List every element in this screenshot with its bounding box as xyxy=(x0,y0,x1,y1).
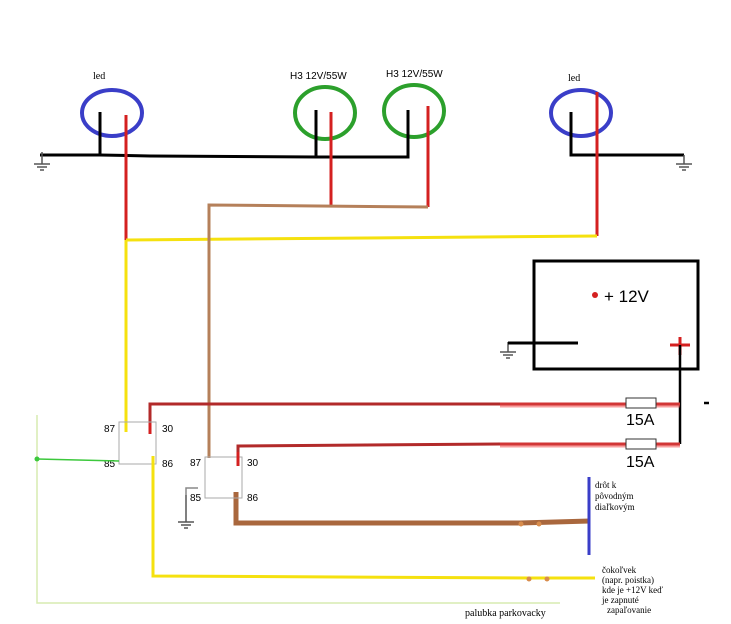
right-led-label: led xyxy=(568,73,580,84)
svg-text:pôvodným: pôvodným xyxy=(595,491,634,501)
ground-icon xyxy=(676,155,692,171)
fuse-top-wire xyxy=(148,402,680,432)
lamps xyxy=(80,83,613,141)
left-led-label: led xyxy=(93,71,105,82)
svg-text:drôt k: drôt k xyxy=(595,480,617,490)
parking-wiring xyxy=(124,234,598,580)
svg-text:(napr. poistka): (napr. poistka) xyxy=(602,575,654,585)
relay2-86-wire xyxy=(233,492,591,526)
fuse-bottom xyxy=(625,438,657,450)
fuse-top xyxy=(625,397,657,409)
h3-left-label: H3 12V/55W xyxy=(290,71,347,82)
h3-right-lamp xyxy=(382,83,446,139)
relay1-86-to-ignition xyxy=(151,463,595,580)
relay1-85-wire xyxy=(36,458,120,462)
dashboard-loop xyxy=(36,415,560,604)
svg-text:zapaľovanie: zapaľovanie xyxy=(607,605,651,615)
fuse-top-label: 15A xyxy=(626,412,655,429)
h3-bus xyxy=(207,203,429,458)
connector-dots xyxy=(518,521,550,582)
led-bus xyxy=(125,234,598,242)
relay-left-pin85: 85 xyxy=(104,459,116,470)
right-led-lamp xyxy=(549,88,613,138)
dashboard-wiring xyxy=(34,415,560,604)
h3-right-label: H3 12V/55W xyxy=(386,69,443,80)
highbeam-note: drôt k pôvodným diaľkovým xyxy=(595,480,635,512)
relay-right-pin30: 30 xyxy=(247,458,259,469)
relay-left-pin87: 87 xyxy=(104,424,116,435)
dashboard-junction xyxy=(34,456,40,462)
relay-left: 87 30 85 86 xyxy=(104,421,174,470)
right-ground-bus xyxy=(569,112,684,157)
h3-ground-tie xyxy=(316,110,410,159)
dashboard-label: palubka parkovacky xyxy=(465,608,546,619)
ignition-note: čokoľvek (napr. poistka) kde je +12V keď… xyxy=(601,565,663,615)
ground-symbols xyxy=(34,152,692,529)
battery-plus-dot xyxy=(592,292,598,298)
fused-wiring xyxy=(148,402,680,463)
relay-right-pin86: 86 xyxy=(247,493,259,504)
battery-box xyxy=(532,259,700,371)
ground-icon xyxy=(178,495,194,529)
relay-right-pin87: 87 xyxy=(190,458,202,469)
battery-label: + 12V xyxy=(604,287,650,306)
fuse-bottom-label: 15A xyxy=(626,454,655,471)
relay-left-pin30: 30 xyxy=(162,424,174,435)
relay-right: 87 30 85 86 xyxy=(185,452,259,504)
relay-left-pin86: 86 xyxy=(162,459,174,470)
h3-left-lamp xyxy=(293,85,357,141)
left-ground-bus xyxy=(40,112,102,157)
highbeam-wiring xyxy=(207,203,429,458)
lamp-positive-wiring xyxy=(124,92,599,240)
svg-text:je zapnuté: je zapnuté xyxy=(601,595,639,605)
relay-right-pin85: 85 xyxy=(190,493,202,504)
svg-text:kde je +12V keď: kde je +12V keď xyxy=(602,585,663,595)
svg-text:čokoľvek: čokoľvek xyxy=(602,565,637,575)
left-led-lamp xyxy=(80,88,144,138)
svg-text:diaľkovým: diaľkovým xyxy=(595,502,635,512)
center-ground-bus xyxy=(99,110,318,159)
battery-feed xyxy=(678,345,709,444)
ground-icon xyxy=(34,152,50,171)
